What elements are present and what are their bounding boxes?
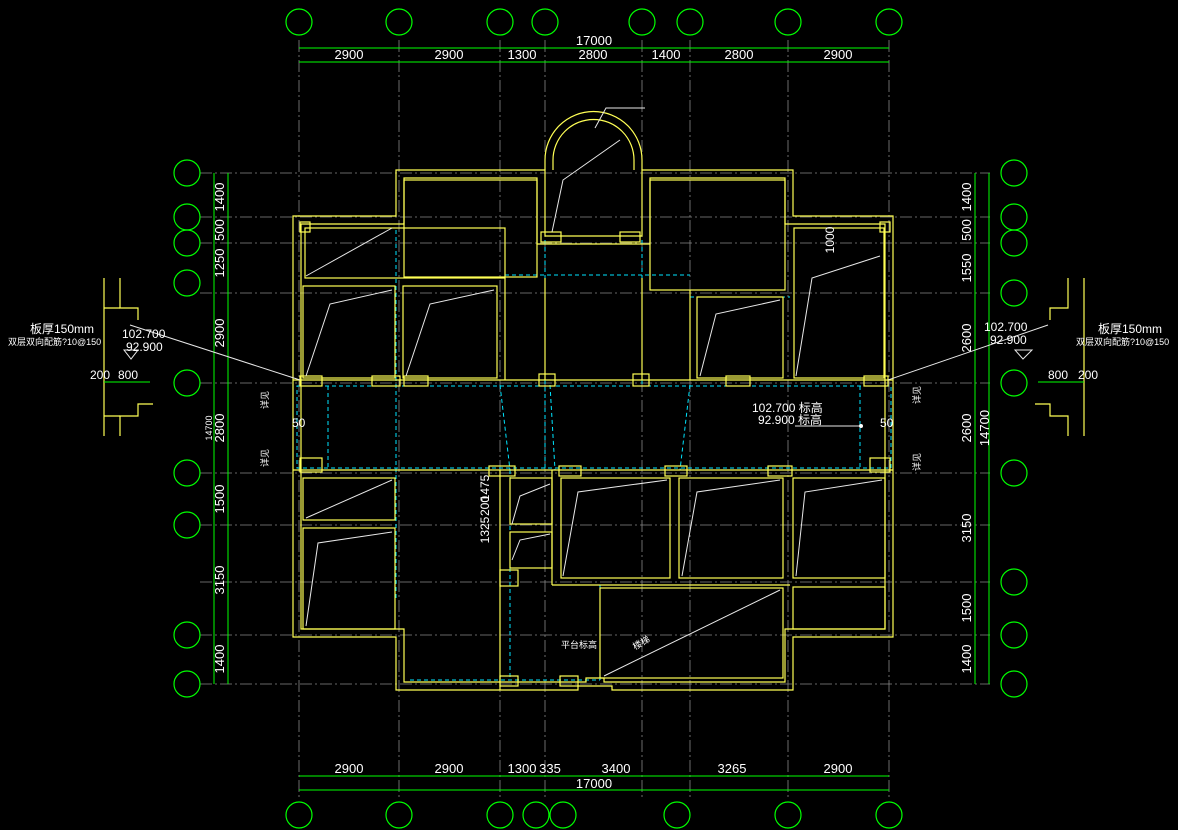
stair-dim-3: 1475 xyxy=(478,474,492,501)
center-elev-bottom: 92.900 标高 xyxy=(758,412,822,427)
right-dim-5: 2600 xyxy=(959,414,974,443)
beam-lines xyxy=(296,230,892,681)
bottom-dim-1: 2900 xyxy=(335,761,364,776)
label-stair: 楼梯 xyxy=(631,633,652,652)
right-dim-8: 1400 xyxy=(959,645,974,674)
right-note-rebar: 双层双向配筋?10@150 xyxy=(1076,336,1169,347)
left-dim-1: 1400 xyxy=(212,183,227,212)
left-sub-a: 200 xyxy=(90,368,110,382)
top-dim-4: 2800 xyxy=(579,47,608,62)
right-sub-a: 800 xyxy=(1048,368,1068,382)
dim-1000: 1000 xyxy=(823,226,837,253)
right-dim-2: 500 xyxy=(959,219,974,241)
dimension-lines xyxy=(213,47,990,791)
top-dim-3: 1300 xyxy=(508,47,537,62)
bottom-dim-2: 2900 xyxy=(435,761,464,776)
left-dim-5: 2800 xyxy=(212,414,227,443)
left-dim-4: 2900 xyxy=(212,319,227,348)
side-label-left-2: 详见 xyxy=(259,449,270,467)
top-dimensions: 2900 2900 1300 2800 1400 2800 2900 17000 xyxy=(335,33,853,62)
axis-bubbles xyxy=(173,8,1028,829)
center-elev-top: 102.700 标高 xyxy=(752,400,823,415)
left-dim-7: 3150 xyxy=(212,566,227,595)
top-dim-5: 1400 xyxy=(652,47,681,62)
bottom-dim-4: 335 xyxy=(539,761,561,776)
bottom-dim-7: 2900 xyxy=(824,761,853,776)
left-elev-bottom: 92.900 xyxy=(126,340,163,354)
top-dim-6: 2800 xyxy=(725,47,754,62)
gap-right: 50 xyxy=(880,416,894,430)
right-note-thickness: 板厚150mm xyxy=(1098,322,1162,336)
left-dimensions: 1400 500 1250 2900 2800 1500 3150 1400 1… xyxy=(204,183,227,674)
leader-lines xyxy=(129,107,1049,428)
wall-outlines xyxy=(292,110,894,691)
left-note-rebar: 双层双向配筋?10@150 xyxy=(8,336,101,347)
bottom-dim-3: 1300 xyxy=(508,761,537,776)
right-dim-3: 1550 xyxy=(959,254,974,283)
left-dim-8: 1400 xyxy=(212,645,227,674)
left-section-detail xyxy=(103,278,153,436)
right-sub-b: 200 xyxy=(1078,368,1098,382)
right-elev-top: 102.700 xyxy=(984,320,1028,334)
gap-left: 50 xyxy=(292,416,306,430)
bottom-dim-5: 3400 xyxy=(602,761,631,776)
left-elev-top: 102.700 xyxy=(122,327,166,341)
top-dim-1: 2900 xyxy=(335,47,364,62)
right-elev-bottom: 92.900 xyxy=(990,333,1027,347)
right-dim-4: 2600 xyxy=(959,324,974,353)
right-total: 14700 xyxy=(977,410,992,446)
annotations: 板厚150mm 双层双向配筋?10@150 102.700 92.900 200… xyxy=(8,226,1169,651)
left-dim-6: 1500 xyxy=(212,485,227,514)
stair-dim-2: 200 xyxy=(478,496,492,516)
right-dim-1: 1400 xyxy=(959,183,974,212)
right-section-detail xyxy=(1013,278,1085,436)
side-label-left-1: 详见 xyxy=(259,391,270,409)
left-dim-2: 500 xyxy=(212,219,227,241)
top-dim-7: 2900 xyxy=(824,47,853,62)
right-dim-7: 1500 xyxy=(959,594,974,623)
label-platform: 平台标高 xyxy=(561,639,597,650)
left-dim-3: 1250 xyxy=(212,249,227,278)
stair-dim-1: 1325 xyxy=(478,516,492,543)
top-dim-2: 2900 xyxy=(435,47,464,62)
side-label-right-1: 详见 xyxy=(911,386,922,404)
left-sub-b: 800 xyxy=(118,368,138,382)
side-label-right-2: 详见 xyxy=(911,453,922,471)
bottom-total: 17000 xyxy=(576,776,612,791)
right-dim-6: 3150 xyxy=(959,514,974,543)
left-note-thickness: 板厚150mm xyxy=(30,322,94,336)
right-dimensions: 1400 500 1550 2600 2600 3150 1500 1400 1… xyxy=(959,183,992,674)
top-total: 17000 xyxy=(576,33,612,48)
bottom-dimensions: 2900 2900 1300 335 3400 3265 2900 17000 xyxy=(335,761,853,791)
left-total: 14700 xyxy=(204,415,214,440)
slab-marks xyxy=(305,139,883,677)
bottom-dim-6: 3265 xyxy=(718,761,747,776)
